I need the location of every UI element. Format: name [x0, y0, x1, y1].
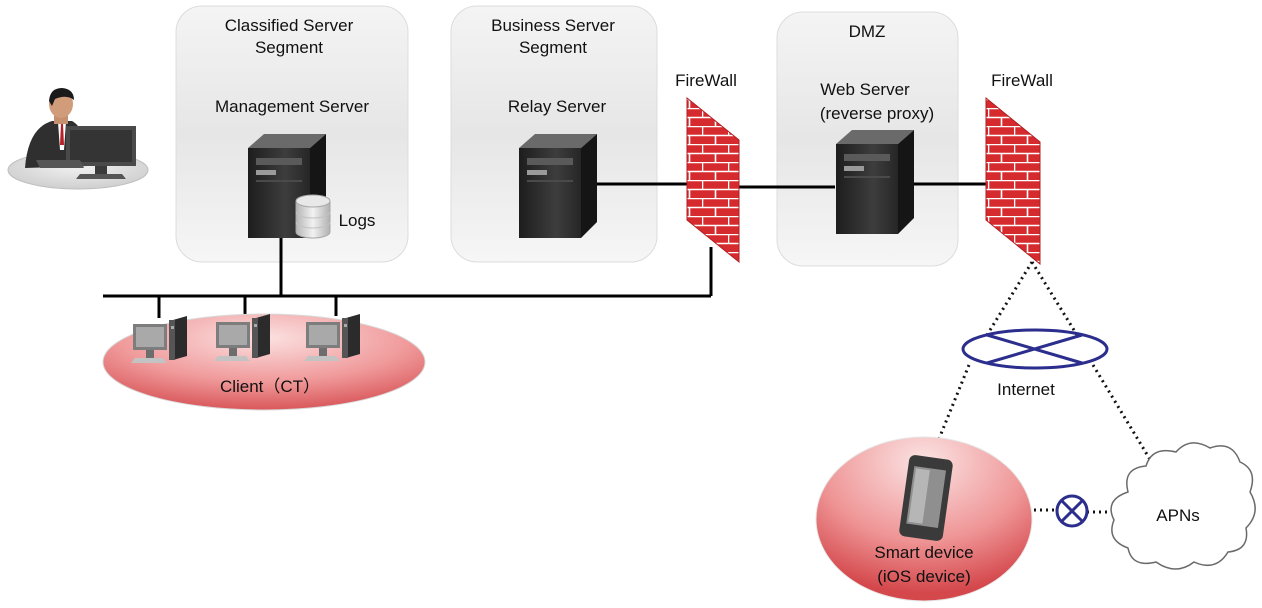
- logs-label: Logs: [339, 211, 376, 230]
- left-firewall-label: FireWall: [675, 71, 737, 90]
- cloud-icon: [1110, 442, 1256, 570]
- relay-server-icon: [519, 134, 597, 238]
- web-server-icon: [836, 130, 914, 234]
- smartphone-icon: [899, 455, 953, 541]
- apns-label: APNs: [1156, 506, 1199, 525]
- management-server-label: Management Server: [215, 97, 369, 116]
- classified-segment-title-line1: Classified Server: [225, 16, 354, 35]
- left-firewall-icon: FireWall: [675, 71, 740, 264]
- dmz-title: DMZ: [849, 22, 886, 41]
- business-segment-title-line1: Business Server: [491, 16, 615, 35]
- relay-server-label: Relay Server: [508, 97, 607, 116]
- logs-database-icon: [295, 194, 331, 239]
- smart-device-label-line1: Smart device: [874, 543, 973, 562]
- business-segment-title-line2: Segment: [519, 38, 587, 57]
- right-firewall-label: FireWall: [991, 71, 1053, 90]
- network-hub-icon: [961, 328, 1109, 370]
- internet-label: Internet: [997, 380, 1055, 399]
- web-server-label-line1: Web Server: [820, 80, 910, 99]
- client-zone: Client（CT）: [102, 313, 426, 411]
- client-label: Client（CT）: [220, 377, 320, 396]
- right-firewall-icon: FireWall: [985, 71, 1053, 266]
- classified-segment-title-line2: Segment: [255, 38, 323, 57]
- smart-device-label-line2: (iOS device): [877, 567, 971, 586]
- smart-device-zone: Smart device (iOS device): [815, 436, 1033, 602]
- blocked-icon: [1055, 494, 1089, 528]
- web-server-label-line2: (reverse proxy): [820, 104, 934, 123]
- admin-person-icon: [7, 88, 149, 190]
